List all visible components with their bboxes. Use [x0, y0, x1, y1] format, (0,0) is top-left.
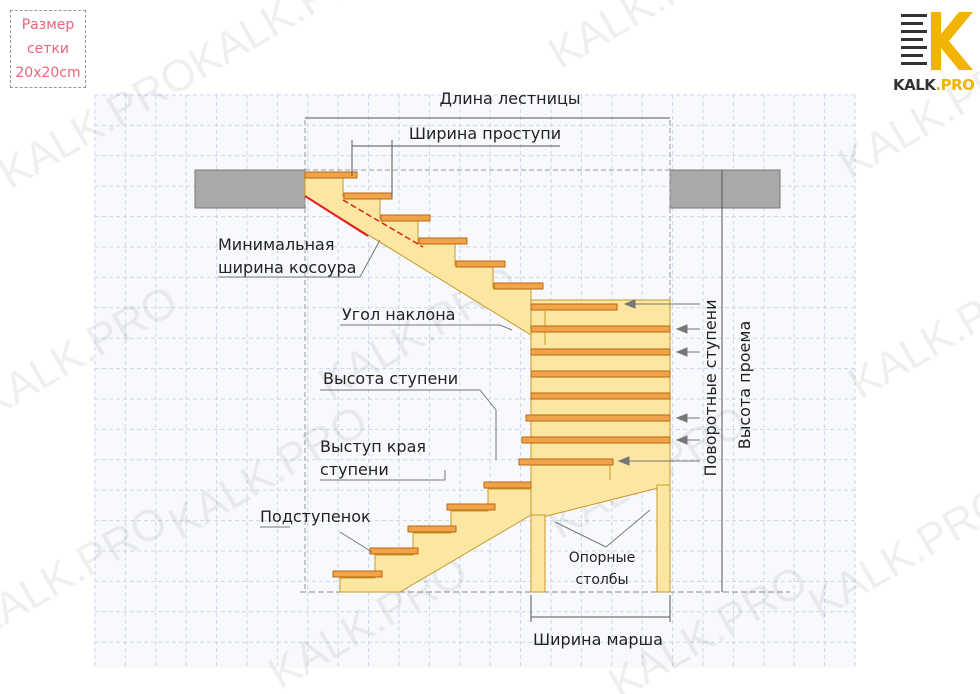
grid-lines — [94, 94, 856, 668]
winder-block — [530, 299, 671, 521]
grid-note-line3: 20x20cm — [15, 65, 81, 81]
grid-note-line1: Размер — [21, 17, 75, 33]
logo-suffix: .PRO — [935, 76, 975, 94]
tread-width-label: Ширина проступи — [409, 124, 561, 143]
winder-treads — [518, 303, 671, 466]
step-height-label: Высота ступени — [323, 369, 458, 388]
upper-treads — [304, 171, 544, 290]
riser-label: Подступенок — [260, 507, 371, 526]
lower-treads — [332, 481, 532, 578]
watermark-text: KALK.PRO — [181, 0, 396, 89]
min-stringer-width-label-1: Минимальная — [218, 235, 334, 254]
stringer-min-edge — [304, 195, 369, 237]
ceiling-slab-left — [194, 169, 306, 209]
logo-icon — [901, 12, 973, 70]
support-post-left — [530, 514, 546, 593]
winder-arrows — [617, 299, 700, 466]
slope-angle-label: Угол наклона — [342, 305, 455, 324]
winder-steps-label: Поворотные ступени — [701, 299, 720, 476]
stair-length-label: Длина лестницы — [439, 89, 580, 108]
support-posts-label-2: столбы — [575, 572, 628, 588]
nosing-label-2: ступени — [320, 460, 389, 479]
grid-size-note: Размер сетки 20x20cm — [10, 10, 86, 88]
support-post-right — [656, 484, 671, 593]
lower-stringer — [339, 488, 532, 593]
grid-note-line2: сетки — [26, 41, 70, 57]
nosing-label-1: Выступ края — [320, 437, 426, 456]
kalk-pro-logo: KALK.PRO — [893, 8, 975, 98]
ceiling-slab-right — [669, 169, 781, 209]
support-posts-label-1: Опорные — [569, 550, 635, 566]
flight-width-label: Ширина марша — [533, 630, 663, 649]
stringer-min-width-line — [342, 199, 424, 248]
min-stringer-width-label-2: ширина косоура — [218, 258, 356, 277]
watermark-text: KALK.PRO — [541, 0, 756, 79]
opening-height-label: Высота проема — [735, 321, 754, 450]
leader-lines — [218, 239, 651, 553]
watermark-text: KALK.PRO — [841, 256, 980, 408]
logo-brand: KALK — [893, 76, 936, 94]
